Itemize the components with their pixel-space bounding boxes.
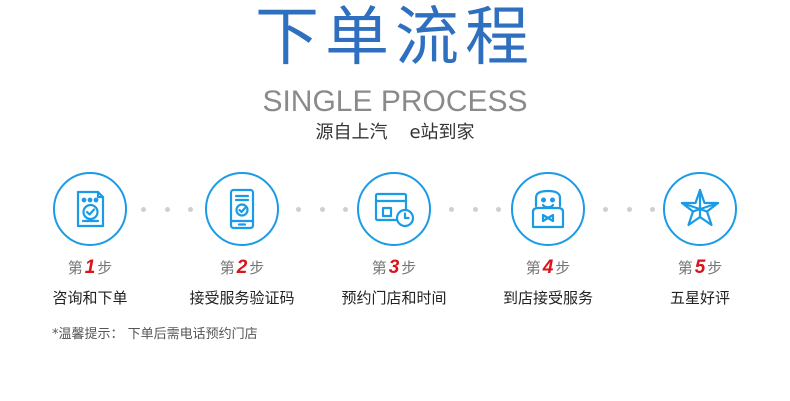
step-2-label: 接受服务验证码 — [189, 289, 295, 307]
step-4-label: 到店接受服务 — [502, 289, 593, 307]
subtitle-cn-right: e站到家 — [409, 122, 475, 143]
dots-connector-4 — [603, 207, 655, 213]
dots-connector-1 — [141, 207, 193, 213]
subtitle-english: SINGLE PROCESS — [262, 85, 528, 118]
step-3-label: 预约门店和时间 — [341, 289, 447, 307]
step-3-circle — [357, 172, 431, 246]
star-icon — [680, 188, 720, 227]
dots-connector-3 — [449, 207, 501, 213]
subtitle-cn-left: 源自上汽 — [315, 122, 388, 143]
step-5-label: 五星好评 — [669, 289, 730, 307]
dots-connector-2 — [296, 207, 348, 213]
step-2-circle — [205, 172, 279, 246]
subtitle-chinese: 源自上汽 e站到家 — [0, 121, 790, 145]
step-1-circle — [53, 172, 127, 246]
step-4-circle — [511, 172, 585, 246]
step-1-label: 咨询和下单 — [52, 289, 128, 307]
tip-note: *温馨提示： 下单后需电话预约门店 — [52, 327, 258, 342]
store-clock-icon — [374, 192, 415, 228]
service-staff-icon — [531, 189, 565, 229]
phone-verify-icon — [229, 188, 255, 230]
step-5-circle — [663, 172, 737, 246]
order-form-icon — [76, 190, 105, 228]
page-title: 下单流程 — [255, 1, 535, 75]
